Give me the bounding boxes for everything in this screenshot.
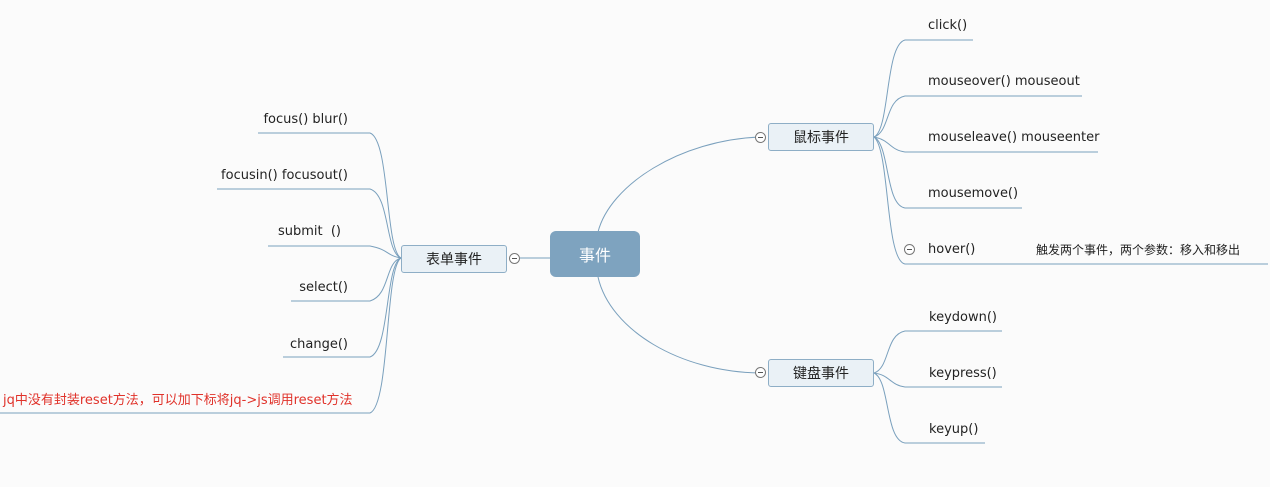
central-topic-label: 事件 (578, 246, 611, 265)
keyboard-collapse-icon[interactable] (755, 367, 766, 378)
connector-central-keyboard (597, 276, 761, 374)
subtopic-mouseleave[interactable]: mouseleave() mouseenter (928, 130, 1100, 145)
form-collapse-icon[interactable] (509, 253, 520, 264)
subtopic-select[interactable]: select() (299, 280, 348, 295)
mouse-collapse-icon[interactable] (755, 132, 766, 143)
subtopic-keypress[interactable]: keypress() (929, 366, 997, 381)
subtopic-keydown[interactable]: keydown() (929, 310, 997, 325)
hover-collapse-icon[interactable] (904, 244, 915, 255)
subtopic-focus-blur[interactable]: focus() blur() (263, 112, 348, 127)
topic-keyboard-events-label: 键盘事件 (793, 366, 849, 382)
topic-form-events-label: 表单事件 (426, 252, 482, 268)
subtopic-keyup[interactable]: keyup() (929, 422, 979, 437)
topic-mouse-events[interactable]: 鼠标事件 (768, 123, 874, 151)
subtopic-reset-note[interactable]: jq中没有封装reset方法，可以加下标将jq->js调用reset方法 (3, 393, 353, 408)
subtopic-mouseover[interactable]: mouseover() mouseout (928, 74, 1080, 89)
topic-mouse-events-label: 鼠标事件 (793, 130, 849, 146)
subtopic-click[interactable]: click() (928, 18, 968, 33)
subtopic-hover[interactable]: hover() (928, 242, 976, 257)
central-topic[interactable]: 事件 (550, 231, 640, 277)
topic-form-events[interactable]: 表单事件 (401, 245, 507, 273)
subtopic-mousemove[interactable]: mousemove() (928, 186, 1019, 201)
topic-keyboard-events[interactable]: 键盘事件 (768, 359, 874, 387)
subtopic-focusin-focusout[interactable]: focusin() focusout() (221, 168, 348, 183)
subtopic-submit[interactable]: submit () (277, 224, 341, 239)
hover-note[interactable]: 触发两个事件，两个参数：移入和移出 (1036, 243, 1241, 257)
connector-central-mouse (597, 136, 761, 233)
subtopic-change[interactable]: change() (290, 337, 348, 352)
